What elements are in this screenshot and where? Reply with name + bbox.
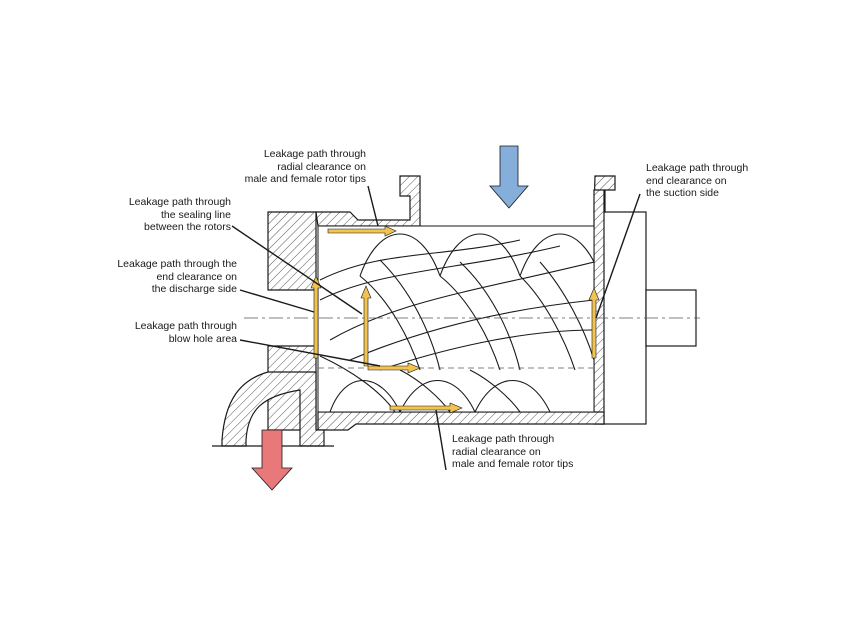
inlet-arrow (489, 145, 529, 209)
label-line: Leakage path through (646, 162, 749, 174)
label-blow-hole: Leakage path through blow hole area (100, 320, 237, 345)
label-sealing-line: Leakage path through the sealing line be… (96, 196, 231, 234)
label-line: Leakage path through the (117, 258, 237, 270)
leader-lines (231, 185, 641, 471)
label-line: the sealing line (160, 208, 231, 221)
compressor-casing (221, 175, 616, 447)
label-line: radial clearance on (277, 160, 366, 173)
label-line: Leakage path through (134, 320, 237, 332)
label-line: blow hole area (168, 332, 237, 345)
leakage-arrows (310, 225, 600, 414)
label-line: Leakage path through (452, 433, 555, 445)
label-end-clearance-suction: Leakage path through end clearance on th… (646, 162, 796, 200)
rotor-lobes (319, 233, 594, 412)
label-end-clearance-discharge: Leakage path through the end clearance o… (84, 258, 237, 296)
label-line: male and female rotor tips (244, 173, 366, 186)
label-top-radial-clearance: Leakage path through radial clearance on… (190, 148, 366, 186)
label-line: end clearance on (156, 270, 237, 283)
label-line: Leakage path through (263, 148, 366, 160)
label-bottom-radial-clearance: Leakage path through radial clearance on… (452, 433, 632, 471)
label-line: male and female rotor tips (452, 458, 574, 471)
label-line: end clearance on (646, 174, 727, 187)
outlet-arrow (251, 429, 293, 491)
label-line: between the rotors (144, 221, 231, 234)
label-line: the discharge side (151, 283, 237, 296)
label-line: the suction side (646, 187, 719, 200)
label-line: radial clearance on (452, 445, 541, 458)
label-line: Leakage path through (128, 196, 231, 208)
